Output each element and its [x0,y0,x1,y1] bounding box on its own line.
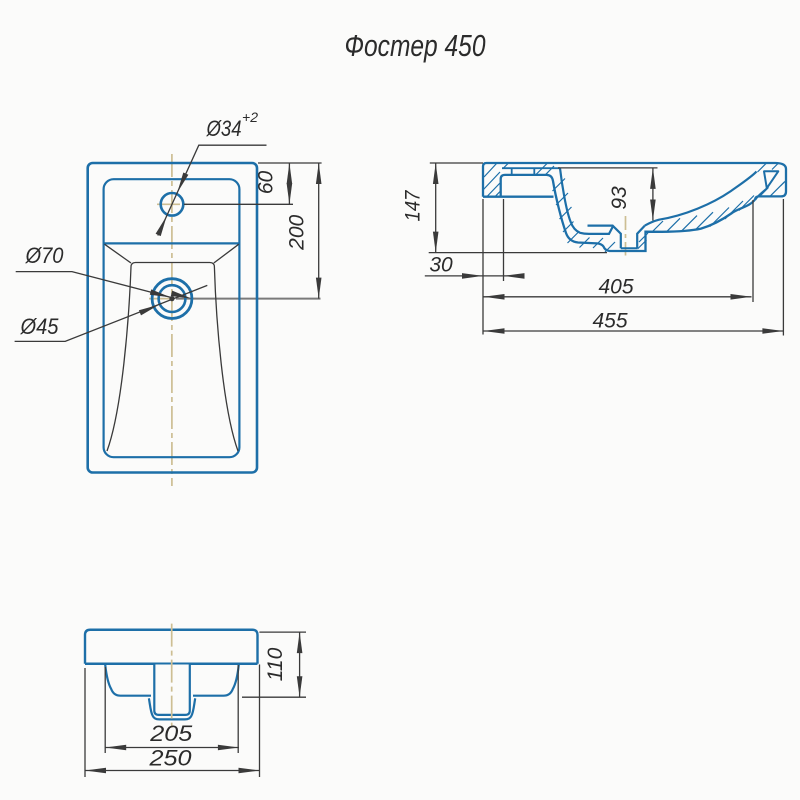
svg-text:250: 250 [148,746,192,771]
svg-text:205: 205 [149,721,193,746]
svg-text:200: 200 [285,214,308,250]
svg-text:405: 405 [598,276,633,299]
svg-text:93: 93 [608,186,631,210]
svg-text:110: 110 [264,647,287,681]
svg-text:147: 147 [402,189,425,221]
svg-text:30: 30 [429,254,453,277]
svg-text:455: 455 [592,310,627,333]
svg-text:+2: +2 [242,109,258,125]
svg-text:Ø34: Ø34 [206,116,242,141]
svg-text:60: 60 [255,171,278,195]
svg-text:Фостер 450: Фостер 450 [345,28,486,63]
svg-text:Ø70: Ø70 [25,243,65,268]
svg-text:Ø45: Ø45 [20,314,60,339]
